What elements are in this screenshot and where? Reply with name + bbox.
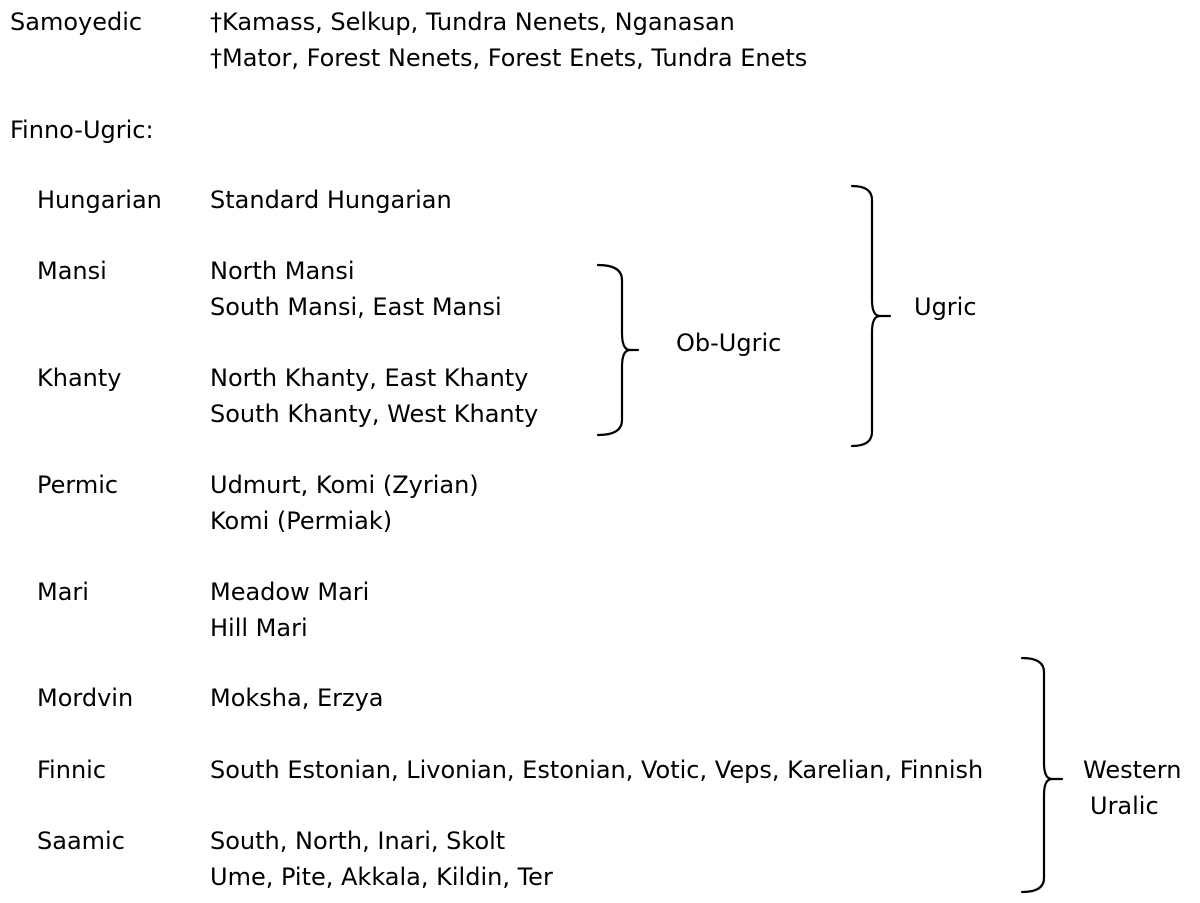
group-name-mari: Mari (37, 578, 89, 606)
western-uralic-label-line-2: Uralic (1090, 792, 1159, 820)
hungarian-languages-line-1: Standard Hungarian (210, 186, 452, 214)
mari-languages-line-2: Hill Mari (210, 614, 308, 642)
samoyedic-languages-line-1: †Kamass, Selkup, Tundra Nenets, Nganasan (210, 8, 735, 36)
ob-ugric-label: Ob-Ugric (676, 329, 782, 357)
group-name-mordvin: Mordvin (37, 684, 134, 712)
khanty-languages-line-1: North Khanty, East Khanty (210, 364, 529, 392)
khanty-languages-line-2: South Khanty, West Khanty (210, 400, 539, 428)
ugric-label: Ugric (914, 293, 977, 321)
group-name-mansi: Mansi (37, 257, 107, 285)
ob-ugric-bracket (596, 263, 640, 437)
mansi-languages-line-2: South Mansi, East Mansi (210, 293, 502, 321)
group-name-hungarian: Hungarian (37, 186, 162, 214)
mari-languages-line-1: Meadow Mari (210, 578, 370, 606)
mordvin-languages-line-1: Moksha, Erzya (210, 684, 384, 712)
finno-ugric-label: Finno-Ugric: (10, 116, 154, 144)
saamic-languages-line-2: Ume, Pite, Akkala, Kildin, Ter (210, 863, 553, 891)
permic-languages-line-2: Komi (Permiak) (210, 507, 393, 535)
group-name-permic: Permic (37, 471, 119, 499)
group-name-khanty: Khanty (37, 364, 122, 392)
western-uralic-bracket (1020, 656, 1064, 894)
group-name-saamic: Saamic (37, 827, 125, 855)
group-name-finnic: Finnic (37, 756, 107, 784)
western-uralic-label-line-1: Western (1083, 756, 1182, 784)
saamic-languages-line-1: South, North, Inari, Skolt (210, 827, 506, 855)
permic-languages-line-1: Udmurt, Komi (Zyrian) (210, 471, 479, 499)
samoyedic-label: Samoyedic (10, 8, 143, 36)
finnic-languages-line-1: South Estonian, Livonian, Estonian, Voti… (210, 756, 984, 784)
ugric-bracket (850, 184, 892, 448)
samoyedic-languages-line-2: †Mator, Forest Nenets, Forest Enets, Tun… (210, 44, 808, 72)
mansi-languages-line-1: North Mansi (210, 257, 355, 285)
